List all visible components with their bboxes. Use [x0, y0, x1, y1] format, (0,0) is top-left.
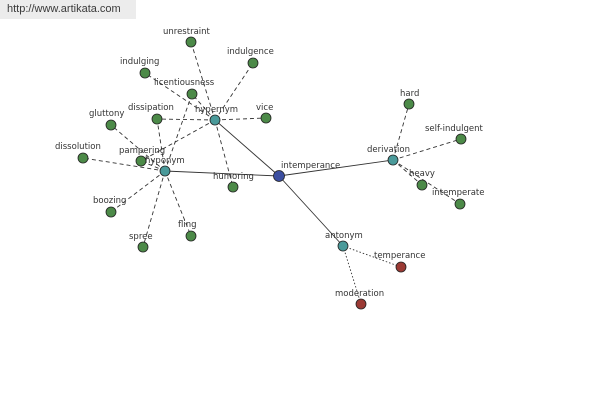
edge-hyponym-gluttony: [110, 124, 166, 172]
node-intemperance[interactable]: [273, 170, 285, 182]
node-label-antonym: antonym: [325, 231, 363, 241]
node-fling[interactable]: [185, 230, 197, 242]
node-unrestraint[interactable]: [185, 36, 197, 48]
node-label-vice: vice: [256, 103, 273, 113]
node-antonym[interactable]: [337, 240, 349, 252]
node-self-indulgent[interactable]: [455, 133, 467, 145]
edge-hypernym-humoring: [214, 119, 234, 188]
node-label-temperance: temperance: [374, 251, 425, 261]
node-label-gluttony: gluttony: [89, 109, 124, 119]
edge-intemperance-derivation: [278, 159, 394, 177]
edge-hyponym-spree: [142, 170, 166, 248]
node-label-hyponym: hyponym: [145, 156, 185, 166]
node-label-unrestraint: unrestraint: [163, 27, 211, 37]
edge-derivation-intemperate: [392, 159, 461, 205]
edge-hypernym-indulging: [144, 72, 216, 121]
edge-hyponym-fling: [164, 170, 192, 237]
edge-derivation-hard: [392, 103, 410, 161]
node-label-indulging: indulging: [120, 57, 159, 67]
node-label-intemperance: intemperance: [281, 161, 340, 171]
edge-intemperance-hyponym: [164, 170, 280, 177]
node-hypernym[interactable]: [209, 114, 221, 126]
node-spree[interactable]: [137, 241, 149, 253]
edge-hyponym-boozing: [110, 170, 166, 213]
node-dissipation[interactable]: [151, 113, 163, 125]
node-label-fling: fling: [178, 220, 197, 230]
node-label-licentiousness: licentiousness: [154, 78, 215, 88]
edge-intemperance-antonym: [278, 175, 344, 247]
node-label-intemperate: intemperate: [432, 188, 484, 198]
watermark-url: http://www.artikata.com: [0, 0, 136, 19]
edge-hypernym-indulgence: [214, 62, 254, 121]
node-indulgence[interactable]: [247, 57, 259, 69]
edge-derivation-heavy: [392, 159, 423, 186]
node-boozing[interactable]: [105, 206, 117, 218]
node-hard[interactable]: [403, 98, 415, 110]
node-intemperate[interactable]: [454, 198, 466, 210]
node-dissolution[interactable]: [77, 152, 89, 164]
node-vice[interactable]: [260, 112, 272, 124]
node-label-hard: hard: [400, 89, 419, 99]
node-temperance[interactable]: [395, 261, 407, 273]
edge-hypernym-dissipation: [156, 118, 216, 121]
edge-intemperance-hypernym: [214, 119, 280, 177]
node-label-pampering: pampering: [119, 146, 165, 156]
node-moderation[interactable]: [355, 298, 367, 310]
node-heavy[interactable]: [416, 179, 428, 191]
node-label-hypernym: hypernym: [195, 105, 238, 115]
node-indulging[interactable]: [139, 67, 151, 79]
node-derivation[interactable]: [387, 154, 399, 166]
edge-hypernym-vice: [214, 117, 267, 121]
node-hyponym[interactable]: [159, 165, 171, 177]
label-layer: intemperance hypernym hyponym derivation ant…: [55, 27, 484, 299]
node-licentiousness[interactable]: [186, 88, 198, 100]
node-label-boozing: boozing: [93, 196, 126, 206]
node-label-self-indulgent: self-indulgent: [425, 124, 484, 134]
node-label-dissipation: dissipation: [128, 103, 174, 113]
node-label-humoring: humoring: [213, 172, 254, 182]
edge-derivation-self-indulgent: [392, 138, 462, 161]
node-label-moderation: moderation: [335, 289, 384, 299]
node-label-dissolution: dissolution: [55, 142, 101, 152]
node-humoring[interactable]: [227, 181, 239, 193]
node-label-spree: spree: [129, 232, 153, 242]
node-pampering[interactable]: [135, 155, 147, 167]
edge-hyponym-dissipation: [156, 118, 166, 172]
node-label-heavy: heavy: [409, 169, 435, 179]
node-gluttony[interactable]: [105, 119, 117, 131]
edge-hypernym-pampering: [140, 119, 216, 162]
node-label-derivation: derivation: [367, 145, 410, 155]
edge-hypernym-licentiousness: [191, 93, 216, 121]
node-label-indulgence: indulgence: [227, 47, 274, 57]
node-layer: [77, 36, 467, 310]
